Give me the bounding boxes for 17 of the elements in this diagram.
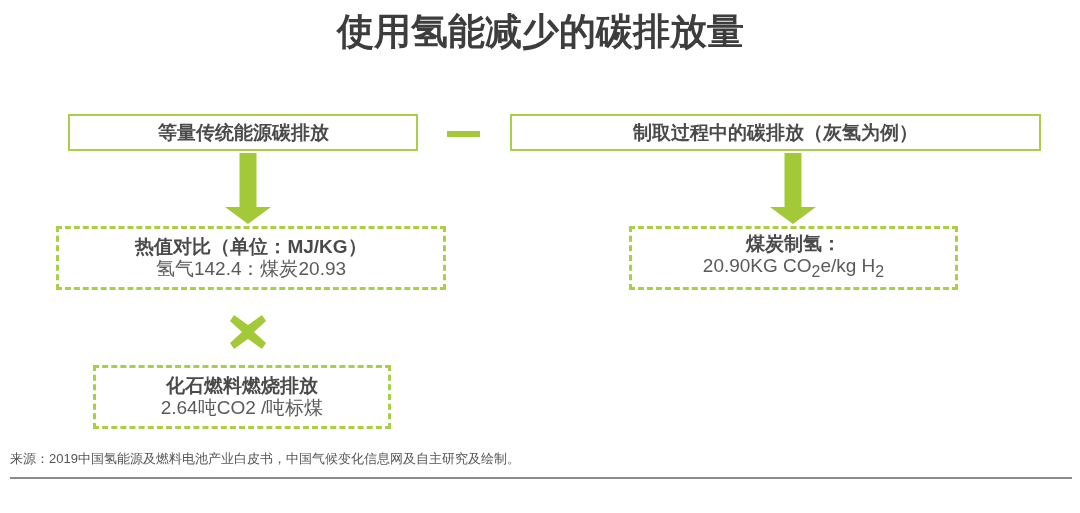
value-box (56, 226, 446, 290)
down-arrow (770, 153, 816, 224)
value-box (93, 365, 391, 429)
category-label: 等量传统能源碳排放 (157, 121, 329, 144)
value-text: 2.64吨CO2 /吨标煤 (160, 397, 324, 419)
value-heading: 煤炭制氢： (746, 233, 841, 256)
value-heading: 化石燃料燃烧排放 (166, 375, 318, 397)
value-text: 氢气142.4：煤炭20.93 (155, 258, 347, 280)
page-title: 使用氢能减少的碳排放量 (336, 10, 744, 54)
category-box (510, 114, 1041, 151)
down-arrow (225, 153, 271, 224)
value-text: 20.90KG CO$_{2}$e/kg H$_{2}$ (702, 255, 885, 282)
source-note: 来源：2019中国氢能源及燃料电池产业白皮书，中国气候变化信息网及自主研究及绘制。 (10, 450, 520, 468)
category-label: 制取过程中的碳排放（灰氢为例） (633, 121, 918, 144)
value-box (629, 226, 958, 290)
category-box (68, 114, 418, 151)
value-heading: 热值对比（单位：MJ/KG） (135, 236, 367, 258)
